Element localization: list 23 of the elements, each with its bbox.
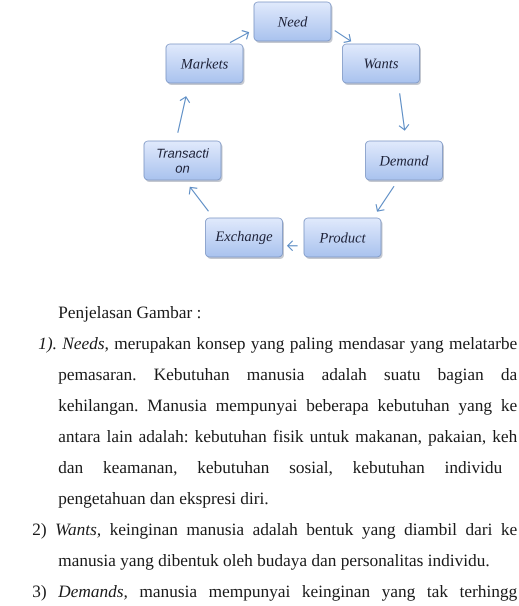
- arrow: [398, 93, 410, 131]
- process-box: Product: [304, 218, 382, 259]
- process-box: Markets: [166, 44, 244, 85]
- arrow: [177, 96, 190, 133]
- section-heading: Penjelasan Gambar :: [58, 306, 200, 322]
- text-line: 1). Needs, merupakan konsep yang paling mendasar yang melatarbe: [38, 337, 517, 353]
- arrow: [376, 186, 394, 212]
- process-box: Demand: [365, 140, 444, 182]
- text-line: pengetahuan dan ekspresi diri.: [58, 492, 268, 508]
- process-box: Transacti on: [144, 140, 222, 182]
- text-line: 2) Wants, keinginan manusia adalah bentuk yang diambil dari ke: [32, 523, 517, 539]
- text-line: dan keamanan, kebutuhan sosial, kebutuhan individu: [58, 461, 502, 476]
- text-line: kehilangan. Manusia mempunyai beberapa kebutuhan yang ke: [58, 399, 517, 415]
- arrow: [230, 30, 250, 44]
- arrow: [334, 30, 352, 43]
- process-box: Wants: [342, 44, 421, 85]
- process-box: Exchange: [205, 218, 284, 259]
- process-box: Need: [254, 2, 332, 43]
- text-line: 3) Demands, manusia mempunyai keinginan yang tak terhingg: [33, 585, 517, 601]
- text-line: pemasaran. Kebutuhan manusia adalah suatu bagian da: [58, 368, 517, 384]
- arrow: [188, 186, 209, 212]
- text-line: manusia yang dibentuk oleh budaya dan personalitas individu.: [58, 554, 489, 570]
- text-line: antara lain adalah: kebutuhan fisik untuk makanan, pakaian, keh: [58, 430, 518, 446]
